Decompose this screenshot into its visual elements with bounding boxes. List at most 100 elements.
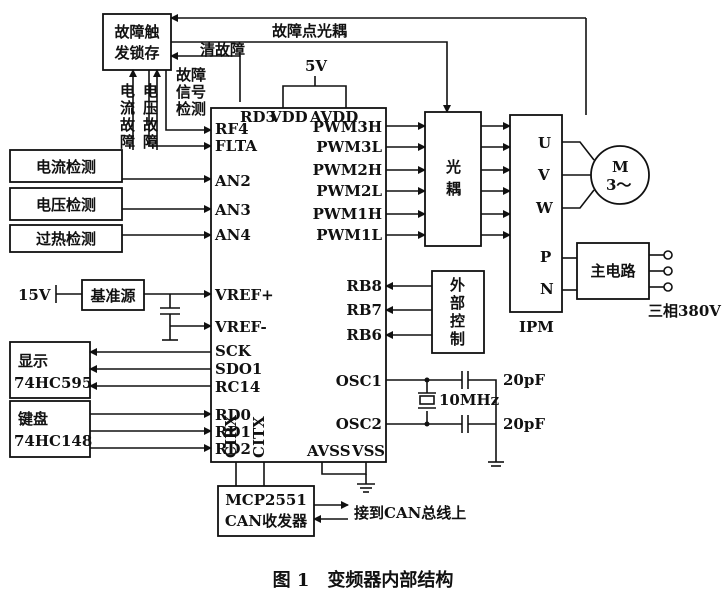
ac-terminal-2 bbox=[663, 266, 673, 276]
fault-latch-label-2: 发锁存 bbox=[113, 44, 159, 62]
pin-pwm2h: PWM2H bbox=[313, 161, 382, 179]
xtal-node-1 bbox=[424, 377, 430, 383]
latch-to-opto-line bbox=[171, 41, 451, 113]
pin-sck: SCK bbox=[215, 342, 252, 360]
pin-rd3: RD3 bbox=[240, 108, 276, 126]
cap2-label: 20pF bbox=[503, 415, 545, 433]
clear-fault-line bbox=[170, 52, 241, 102]
pin-avdd: AVDD bbox=[309, 108, 358, 126]
pin-rd1: RD1 bbox=[215, 423, 251, 441]
current-detect-block bbox=[9, 149, 123, 183]
optocoupler-label-1: 光 bbox=[445, 158, 461, 176]
v15-label: 15V bbox=[18, 286, 51, 304]
fault-opto-label: 故障点光耦 bbox=[272, 22, 347, 40]
pin-pwm1h: PWM1H bbox=[313, 205, 382, 223]
motor-label-1: M bbox=[612, 158, 629, 176]
motor-u-line bbox=[562, 141, 595, 161]
fault-signal-label-1: 故障 bbox=[176, 66, 206, 84]
motor-w-line bbox=[562, 189, 595, 209]
supply-line bbox=[282, 85, 347, 108]
main-circuit-block bbox=[576, 242, 650, 300]
pin-citx: CITX bbox=[250, 416, 268, 458]
v5-label: 5V bbox=[305, 57, 327, 75]
ipm-terminal-w: W bbox=[535, 199, 554, 217]
reference-block bbox=[81, 279, 145, 311]
xtal-body bbox=[419, 395, 435, 405]
keyboard-label-2: 74HC148 bbox=[14, 432, 92, 450]
pin-an2: AN2 bbox=[214, 172, 251, 190]
cap1-label: 20pF bbox=[503, 371, 545, 389]
pin-rd0: RD0 bbox=[215, 406, 251, 424]
fault-signal-rf4-line bbox=[165, 70, 212, 134]
pin-pwm2l: PWM2L bbox=[316, 182, 382, 200]
pin-osc1: OSC1 bbox=[336, 372, 382, 390]
main-circuit-label: 主电路 bbox=[590, 262, 636, 280]
ext-controller-c2: 部 bbox=[450, 294, 465, 312]
ac-terminal-3 bbox=[663, 282, 673, 292]
fault-signal-label-3: 检测 bbox=[176, 100, 206, 118]
pin-rb8: RB8 bbox=[346, 277, 382, 295]
pin-osc2: OSC2 bbox=[336, 415, 382, 433]
overheat-detect-block bbox=[9, 224, 123, 253]
voltage-detect-label: 电压检测 bbox=[36, 196, 96, 214]
optocoupler-label-2: 耦 bbox=[446, 180, 461, 198]
can-label-2: CAN收发器 bbox=[225, 512, 308, 530]
ext-controller-block bbox=[431, 270, 485, 354]
motor-label-2: 3～ bbox=[606, 176, 631, 194]
pin-an4: AN4 bbox=[214, 226, 251, 244]
voltage-fault-label: 电压故障 bbox=[143, 82, 159, 151]
ipm-terminal-n: N bbox=[540, 280, 554, 298]
voltage-detect-block bbox=[9, 187, 123, 221]
mcu-block bbox=[210, 107, 387, 463]
pin-rf4: RF4 bbox=[215, 120, 249, 138]
crystal-label: 10MHz bbox=[439, 391, 500, 409]
pin-vdd: VDD bbox=[269, 108, 308, 126]
display-block bbox=[9, 341, 91, 399]
ipm-terminal-p: P bbox=[540, 248, 551, 266]
pin-avss: AVSS bbox=[306, 442, 351, 460]
display-label-2: 74HC595 bbox=[14, 374, 92, 392]
fault-latch-block bbox=[102, 13, 172, 71]
pin-flta: FLTA bbox=[215, 137, 257, 155]
cap-gnd-rail bbox=[468, 379, 497, 462]
current-detect-label: 电流检测 bbox=[36, 158, 96, 176]
pin-pwm3h: PWM3H bbox=[313, 118, 382, 136]
optocoupler-block bbox=[424, 111, 482, 247]
ipm-label: IPM bbox=[519, 318, 554, 336]
pin-pwm3l: PWM3L bbox=[316, 138, 382, 156]
pin-rc14: RC14 bbox=[215, 378, 260, 396]
pin-rb6: RB6 bbox=[346, 326, 382, 344]
ac-terminal-1 bbox=[663, 250, 673, 260]
pin-vref-plus: VREF+ bbox=[214, 286, 274, 304]
gnd-line bbox=[321, 462, 367, 475]
three-phase-label: 三相380V bbox=[648, 302, 721, 320]
pin-vref-minus: VREF- bbox=[214, 318, 267, 336]
fault-signal-label-2: 信号 bbox=[176, 83, 206, 101]
ipm-block bbox=[509, 114, 563, 313]
pin-sdo1: SDO1 bbox=[215, 360, 262, 378]
figure-caption: 图 1 变频器内部结构 bbox=[273, 569, 454, 591]
reference-label: 基准源 bbox=[89, 287, 135, 305]
fault-signal-flta-line bbox=[148, 70, 212, 150]
fault-latch-label-1: 故障触 bbox=[114, 23, 159, 41]
keyboard-block bbox=[9, 400, 91, 458]
can-block bbox=[217, 485, 315, 537]
xtal-node-2 bbox=[424, 421, 430, 427]
can-label-1: MCP2551 bbox=[225, 491, 307, 509]
pin-vss: VSS bbox=[351, 442, 385, 460]
current-fault-label: 电流故障 bbox=[120, 82, 136, 151]
ext-controller-c1: 外 bbox=[449, 276, 465, 294]
pin-cirx: CIRX bbox=[222, 415, 240, 458]
ipm-terminal-v: V bbox=[537, 166, 550, 184]
pin-rd2: RD2 bbox=[215, 440, 251, 458]
clear-fault-label: 清故障 bbox=[200, 41, 245, 59]
pin-rb7: RB7 bbox=[346, 301, 382, 319]
ext-controller-c4: 制 bbox=[450, 330, 465, 348]
pin-pwm1l: PWM1L bbox=[316, 226, 382, 244]
ipm-terminal-u: U bbox=[538, 134, 551, 152]
can-bus-label: 接到CAN总线上 bbox=[354, 504, 466, 522]
ext-controller-c3: 控 bbox=[450, 312, 465, 330]
display-label-1: 显示 bbox=[18, 352, 48, 370]
keyboard-label-1: 键盘 bbox=[17, 410, 48, 428]
